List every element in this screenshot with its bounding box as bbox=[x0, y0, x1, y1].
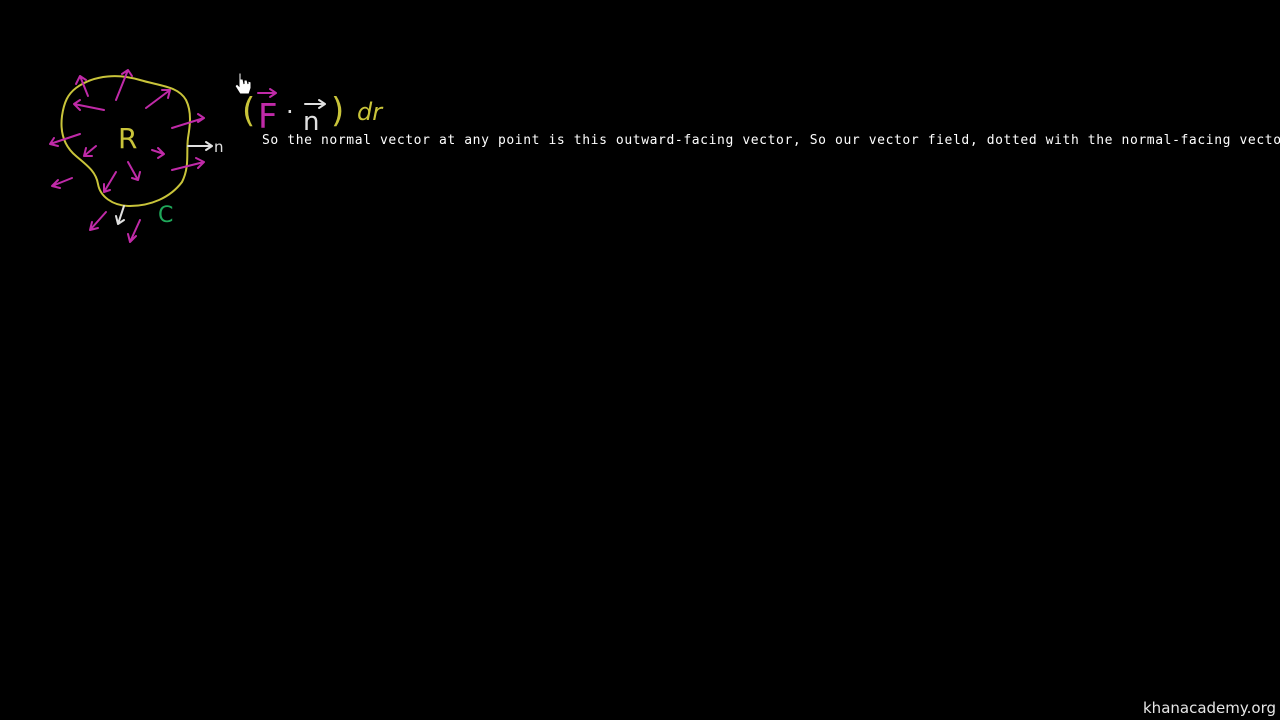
field-arrow bbox=[75, 75, 89, 97]
field-arrow bbox=[49, 133, 81, 147]
field-arrow bbox=[127, 161, 141, 181]
normal-vectors bbox=[115, 99, 326, 225]
field-arrow bbox=[151, 147, 165, 159]
hand-pointer-icon bbox=[234, 72, 252, 95]
field-arrow bbox=[83, 145, 97, 157]
integrand-field: F bbox=[258, 97, 278, 137]
normal-arrow bbox=[187, 141, 213, 151]
field-arrow bbox=[73, 99, 105, 111]
field-arrow bbox=[51, 177, 73, 189]
field-arrow bbox=[171, 157, 205, 171]
normal-arrow bbox=[304, 99, 326, 109]
field-arrow bbox=[145, 89, 171, 109]
integrand-dot: · bbox=[286, 98, 294, 126]
curve-label: C bbox=[158, 203, 173, 228]
integrand-open-paren: ( bbox=[242, 91, 255, 131]
normal-arrow bbox=[115, 205, 125, 225]
field-arrow bbox=[103, 171, 117, 193]
vector-field bbox=[49, 69, 205, 243]
integrand-normal: n bbox=[303, 107, 319, 137]
watermark: khanacademy.org bbox=[1143, 699, 1276, 717]
field-arrow bbox=[171, 113, 205, 129]
normal-label: n bbox=[214, 138, 224, 156]
field-arrow bbox=[89, 211, 107, 231]
integrand-close-paren: ) bbox=[331, 91, 344, 131]
region-label: R bbox=[118, 122, 137, 155]
field-arrow bbox=[115, 69, 133, 101]
field-arrow bbox=[127, 219, 141, 243]
caption-text: So the normal vector at any point is thi… bbox=[262, 133, 1280, 148]
integrand-differential: dr bbox=[357, 98, 384, 126]
field-vector-arrow bbox=[257, 88, 277, 98]
